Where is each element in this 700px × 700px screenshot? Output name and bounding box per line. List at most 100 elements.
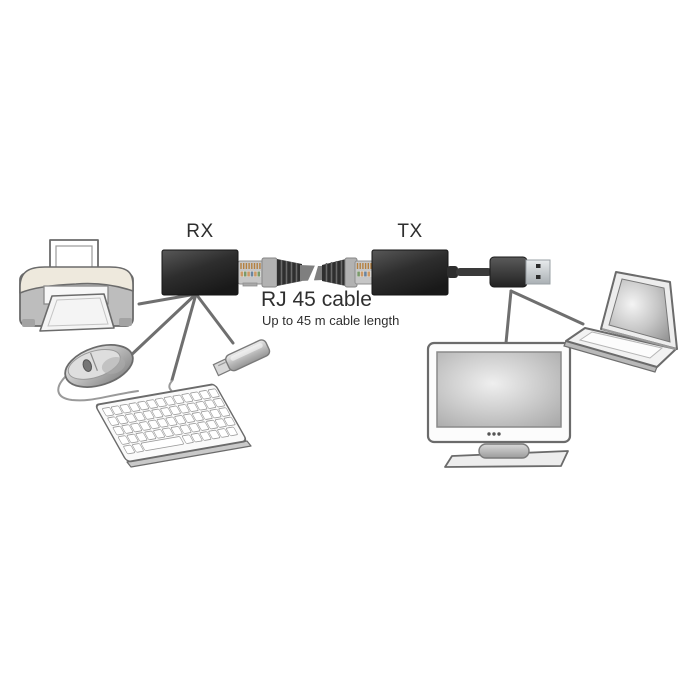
- line-rx-keyboard: [170, 292, 198, 382]
- keyboard-key: [195, 401, 208, 411]
- keyboard-key: [179, 424, 192, 434]
- keyboard-key: [137, 400, 149, 411]
- rj45-sleeve-left: [261, 257, 278, 288]
- tx-connection-lines: [504, 289, 585, 345]
- usb-plug-body: [489, 256, 528, 288]
- line-rx-printer: [137, 292, 198, 306]
- usb-strain-relief: [447, 266, 458, 278]
- keyboard-key: [209, 408, 222, 419]
- keyboard-key: [160, 407, 172, 417]
- usb-plug-metal: [525, 259, 551, 285]
- monitor-screen: [436, 351, 562, 428]
- keyboard-key: [153, 429, 165, 439]
- keyboard-key: [217, 428, 229, 438]
- keyboard-key: [128, 402, 141, 412]
- line-rx-mouse: [126, 292, 198, 360]
- keyboard-key: [111, 405, 123, 415]
- keyboard-key: [197, 421, 209, 431]
- keyboard-key: [156, 418, 169, 428]
- usb-cable: [456, 268, 492, 276]
- keyboard-key: [170, 426, 183, 436]
- rj45-pins-left: [240, 263, 261, 269]
- keyboard-key: [190, 432, 203, 443]
- keyboard-key: [151, 408, 164, 419]
- keyboard-key: [186, 402, 199, 412]
- keyboard-key: [199, 390, 211, 400]
- keyboard-key: [162, 427, 174, 437]
- mouse-wheel: [82, 359, 93, 372]
- keyboard-key: [165, 416, 178, 427]
- keyboard-key: [207, 388, 220, 398]
- keyboard-deck: [95, 383, 247, 463]
- keyboard-keys: [102, 388, 238, 455]
- keyboard-key: [190, 391, 202, 401]
- keyboard-key: [144, 430, 157, 441]
- laptop-illustration: [563, 271, 678, 373]
- keyboard-key: [218, 407, 231, 417]
- rj45-wires-left: [240, 271, 261, 277]
- rj45-boot-right: [322, 259, 346, 286]
- laptop-hinge: [601, 328, 677, 350]
- keyboard-key: [192, 411, 204, 422]
- keyboard-key: [102, 407, 114, 417]
- usb-stick-illustration: [212, 339, 271, 377]
- line-tx-laptop: [509, 289, 585, 326]
- keyboard-key: [146, 399, 158, 409]
- keyboard-key: [181, 393, 194, 403]
- mouse-illustration: [57, 344, 139, 402]
- keyboard-key: [183, 413, 195, 423]
- monitor-illustration: [426, 341, 572, 468]
- keyboard-key: [142, 410, 155, 420]
- rj45-plug-left: [237, 260, 264, 287]
- keyboard-key: [107, 416, 120, 426]
- monitor-pedestal: [478, 443, 530, 459]
- keyboard-key: [133, 411, 146, 422]
- keyboard-key: [139, 421, 151, 431]
- keyboard-key: [126, 433, 139, 444]
- rx-connection-lines: [126, 292, 235, 382]
- cable-title: RJ 45 cable: [261, 288, 372, 311]
- keyboard-key: [223, 416, 236, 427]
- keyboard-key: [140, 436, 184, 452]
- monitor-buttons: [487, 432, 501, 436]
- printer-illustration: [19, 239, 134, 332]
- usb-stick-body: [225, 339, 271, 372]
- rx-receiver-box: [161, 249, 239, 296]
- rj45-patch-cable: [237, 257, 374, 288]
- rj45-pins-right: [356, 263, 372, 269]
- line-rx-usb-stick: [194, 292, 235, 345]
- laptop-keyboard-area: [578, 331, 664, 359]
- keyboard-key: [199, 431, 212, 441]
- keyboard-key: [116, 414, 128, 425]
- keyboard-key: [125, 413, 137, 423]
- keyboard-key: [112, 425, 125, 436]
- keyboard-key: [123, 444, 135, 455]
- keyboard-key: [226, 426, 238, 437]
- keyboard-key: [215, 418, 227, 428]
- usb-pigtail: [447, 256, 551, 288]
- keyboard-illustration: [95, 380, 252, 468]
- keyboard-key: [155, 397, 167, 408]
- rj45-wires-right: [357, 271, 371, 277]
- keyboard-key: [121, 424, 134, 434]
- cable-subtitle: Up to 45 m cable length: [262, 313, 400, 328]
- keyboard-key: [174, 415, 187, 425]
- mouse-cable: [57, 375, 139, 402]
- keyboard-key: [188, 422, 201, 433]
- keyboard-key: [204, 399, 216, 409]
- keyboard-key: [206, 419, 218, 430]
- rj45-plug-right: [354, 260, 374, 285]
- keyboard-key: [135, 432, 148, 442]
- line-tx-monitor: [504, 289, 513, 345]
- keyboard-key: [208, 429, 221, 440]
- printer-output-paper: [39, 293, 115, 332]
- keyboard-key: [118, 435, 130, 445]
- keyboard-key: [169, 405, 181, 416]
- keyboard-key: [200, 410, 213, 420]
- keyboard-key: [119, 403, 132, 414]
- laptop-screen: [608, 278, 671, 343]
- keyboard-key: [182, 434, 194, 444]
- keyboard-key: [132, 443, 144, 453]
